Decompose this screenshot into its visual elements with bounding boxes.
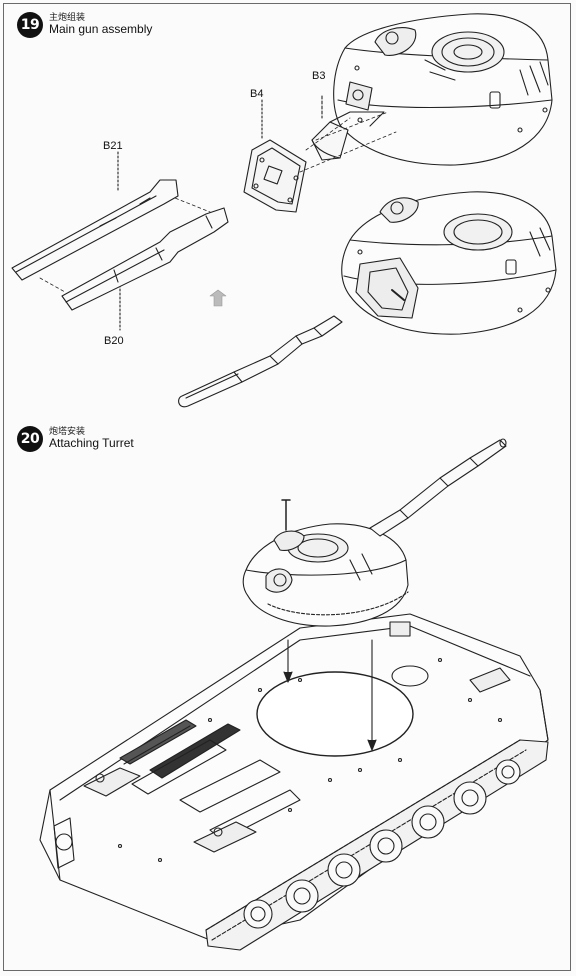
part-label-b20: B20 — [104, 335, 124, 347]
part-label-b4: B4 — [250, 88, 264, 100]
attach-arrows — [283, 639, 377, 751]
step-20-badge: 20 — [17, 426, 43, 452]
track-assembly — [205, 739, 549, 951]
part-b20 — [61, 207, 229, 311]
turret-step20 — [242, 438, 507, 627]
turret-lower-assembled — [341, 191, 557, 335]
part-label-b3: B3 — [312, 70, 326, 82]
assembly-arrow-icon — [209, 289, 227, 307]
page-border — [3, 3, 571, 971]
tank-hull — [39, 613, 549, 941]
step-20-title-cn: 炮塔安装 — [49, 427, 86, 437]
step-19-badge: 19 — [17, 12, 43, 38]
part-b3 — [311, 95, 385, 161]
part-b21 — [11, 179, 179, 281]
step-20-title-en: Attaching Turret — [49, 436, 134, 450]
part-label-b21: B21 — [103, 140, 123, 152]
part-b4 — [243, 139, 307, 213]
step-19-title-cn: 主炮组装 — [49, 13, 86, 23]
assembled-gun-barrel — [178, 315, 343, 408]
step-19-title-en: Main gun assembly — [49, 22, 153, 36]
turret-upper — [333, 13, 553, 166]
